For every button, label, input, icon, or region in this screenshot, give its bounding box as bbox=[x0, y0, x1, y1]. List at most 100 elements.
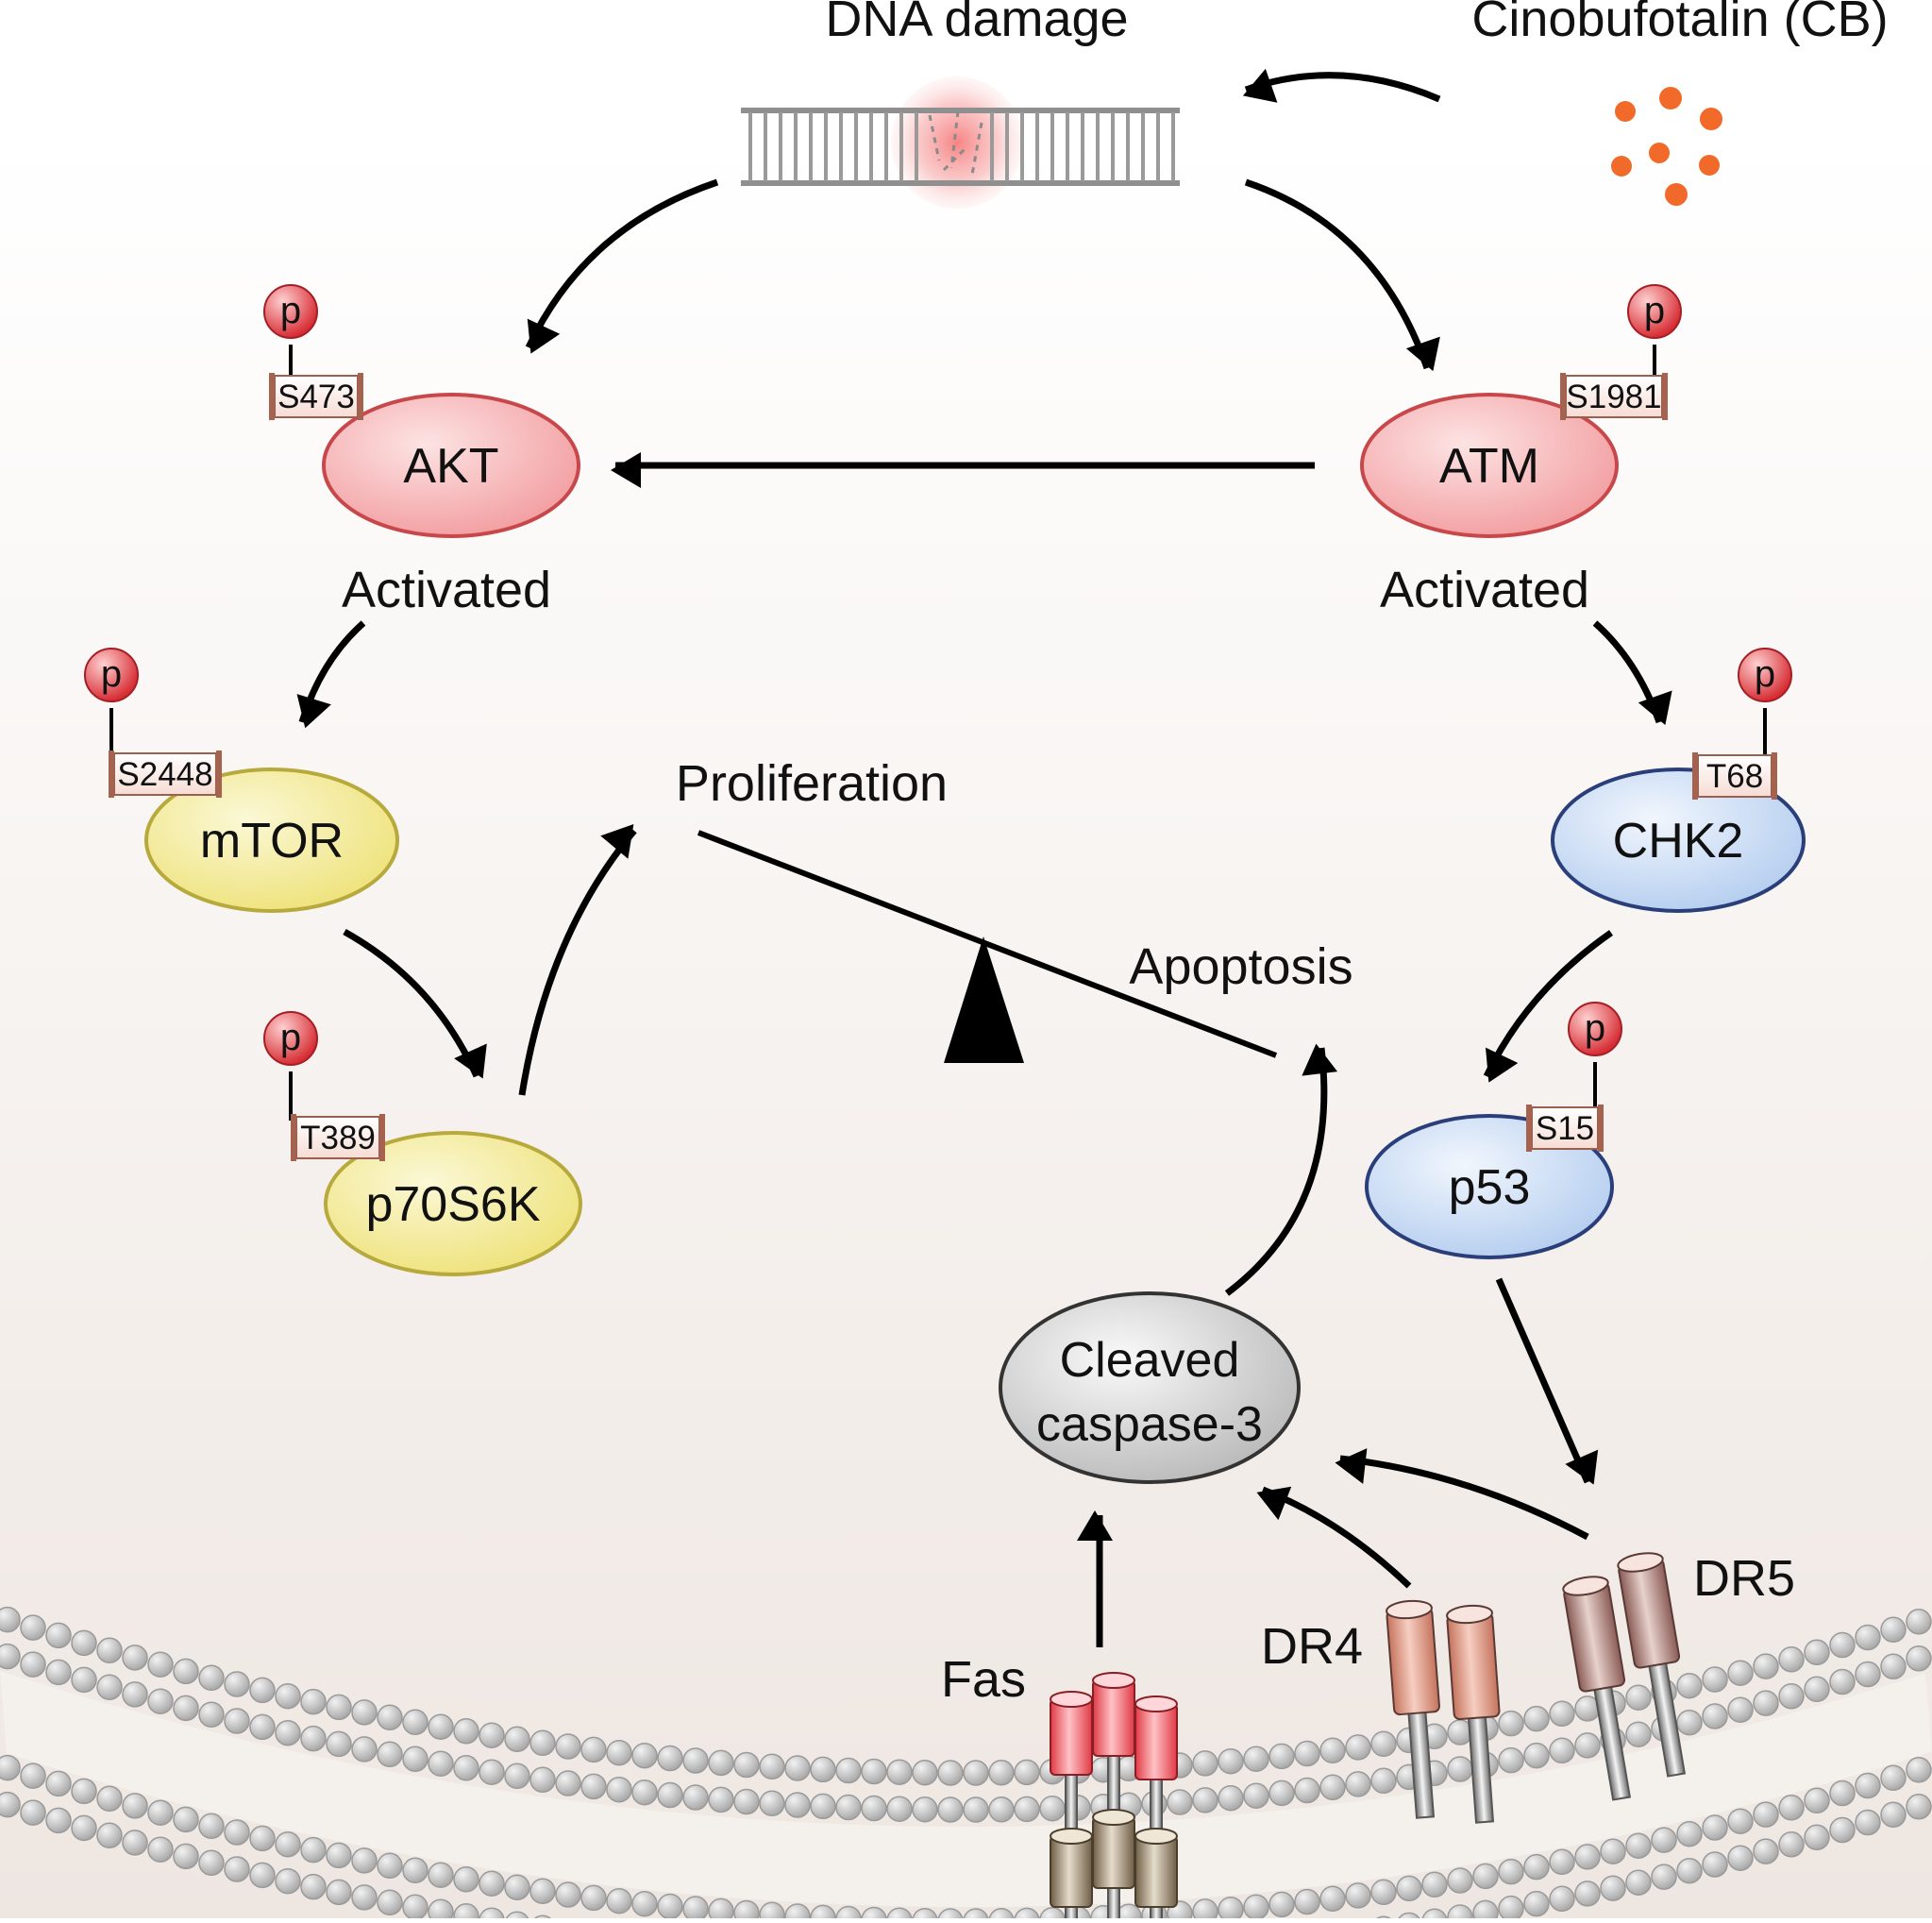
lipid-head bbox=[1268, 1780, 1295, 1807]
svg-text:S473: S473 bbox=[277, 379, 355, 415]
svg-text:S2448: S2448 bbox=[117, 756, 212, 793]
lipid-head bbox=[708, 1898, 734, 1923]
lipid-head bbox=[1345, 1734, 1371, 1761]
p70s6k-phospho-icon: p bbox=[263, 1011, 318, 1066]
lipid-head bbox=[20, 1763, 46, 1789]
lipid-head bbox=[886, 1759, 913, 1785]
mtor-label: mTOR bbox=[200, 814, 344, 869]
svg-text:p: p bbox=[1644, 290, 1665, 331]
lipid-head bbox=[479, 1759, 505, 1785]
lipid-head bbox=[733, 1788, 760, 1815]
lipid-head bbox=[529, 1878, 556, 1905]
lipid-head bbox=[1218, 1896, 1244, 1923]
lipid-head bbox=[1829, 1631, 1856, 1659]
lipid-head bbox=[96, 1637, 123, 1664]
lipid-head bbox=[351, 1884, 378, 1911]
lipid-head bbox=[71, 1666, 97, 1694]
lipid-head bbox=[224, 1856, 250, 1882]
arrow-cb-to-dna bbox=[1242, 68, 1441, 103]
lipid-head bbox=[1778, 1795, 1805, 1821]
lipid-head bbox=[912, 1759, 938, 1786]
lipid-head bbox=[326, 1694, 352, 1721]
lipid-head bbox=[682, 1747, 709, 1774]
dna-damage-label: DNA damage bbox=[825, 0, 1128, 47]
lipid-head bbox=[1676, 1857, 1703, 1884]
atm-site-badge: S1981 bbox=[1560, 373, 1668, 420]
lipid-head bbox=[1906, 1609, 1932, 1635]
akt-label: AKT bbox=[403, 439, 498, 494]
lipid-head bbox=[1855, 1624, 1881, 1651]
lipid-head bbox=[1676, 1709, 1703, 1736]
lipid-head bbox=[249, 1713, 276, 1741]
lipid-head bbox=[147, 1836, 174, 1863]
lipid-head bbox=[249, 1677, 276, 1704]
lipid-head bbox=[1804, 1787, 1830, 1814]
lipid-head bbox=[810, 1756, 836, 1783]
lipid-head bbox=[326, 1879, 352, 1906]
mtor-phospho-icon: p bbox=[84, 648, 139, 702]
lipid-head bbox=[1804, 1824, 1830, 1851]
lipid-head bbox=[912, 1796, 938, 1823]
lipid-head bbox=[20, 1799, 46, 1826]
mtor-ellipse bbox=[144, 768, 399, 913]
lipid-head bbox=[529, 1729, 556, 1757]
lipid-head bbox=[657, 1781, 683, 1809]
lipid-head bbox=[479, 1722, 505, 1748]
lipid-head bbox=[1014, 1759, 1040, 1786]
svg-text:T389: T389 bbox=[300, 1120, 376, 1156]
lipid-head bbox=[1498, 1710, 1524, 1737]
lipid-head bbox=[1472, 1863, 1499, 1890]
p53-ellipse bbox=[1365, 1114, 1614, 1259]
lipid-head bbox=[1880, 1616, 1907, 1644]
lipid-head bbox=[1829, 1816, 1856, 1844]
lipid-head bbox=[861, 1795, 887, 1822]
lipid-head bbox=[1651, 1827, 1677, 1853]
activated-left-label: Activated bbox=[342, 562, 551, 618]
dna-icon bbox=[741, 76, 1180, 209]
lipid-head bbox=[1167, 1789, 1193, 1815]
lipid-head bbox=[682, 1784, 709, 1811]
lipid-head bbox=[300, 1873, 327, 1900]
lipid-head bbox=[937, 1796, 964, 1823]
lipid-head bbox=[555, 1770, 581, 1796]
dr4-receptor-b bbox=[1446, 1604, 1501, 1824]
lipid-head bbox=[1268, 1891, 1295, 1918]
lipid-head bbox=[45, 1807, 72, 1834]
lipid-head bbox=[428, 1713, 454, 1740]
lipid-head bbox=[937, 1760, 964, 1786]
lipid-head bbox=[300, 1836, 327, 1864]
lipid-head bbox=[45, 1659, 72, 1686]
caspase-label-line1: Cleaved bbox=[1060, 1333, 1240, 1388]
lipid-head bbox=[351, 1736, 378, 1763]
lipid-head bbox=[1880, 1801, 1907, 1829]
lipid-head bbox=[1753, 1690, 1779, 1716]
lipid-head bbox=[402, 1709, 428, 1736]
lipid-head bbox=[1702, 1814, 1728, 1841]
lipid-head bbox=[1753, 1801, 1779, 1828]
lipid-head bbox=[1243, 1782, 1269, 1809]
p70s6k-ellipse bbox=[324, 1131, 582, 1276]
lipid-head bbox=[682, 1896, 709, 1922]
proliferation-label: Proliferation bbox=[676, 755, 948, 812]
lipid-head bbox=[377, 1852, 403, 1880]
lipid-head bbox=[631, 1779, 658, 1806]
lipid-head bbox=[1829, 1780, 1856, 1807]
lipid-head bbox=[1218, 1784, 1244, 1812]
lipid-head bbox=[300, 1688, 327, 1715]
lipid-head bbox=[810, 1793, 836, 1820]
lipid-head bbox=[96, 1785, 123, 1813]
lipid-head bbox=[224, 1671, 250, 1697]
lipid-head bbox=[1778, 1683, 1805, 1710]
lipid-head bbox=[1855, 1772, 1881, 1799]
arrow-akt-to-mtor bbox=[296, 620, 366, 729]
lipid-head bbox=[1319, 1885, 1346, 1913]
arrow-p53-to-dr5 bbox=[1495, 1277, 1599, 1485]
lipid-head bbox=[249, 1825, 276, 1852]
lipid-head bbox=[71, 1629, 97, 1657]
lipid-head bbox=[1753, 1838, 1779, 1864]
lipid-head bbox=[249, 1862, 276, 1889]
lipid-head bbox=[835, 1794, 862, 1821]
lipid-head bbox=[580, 1884, 607, 1912]
lipid-head bbox=[377, 1704, 403, 1731]
